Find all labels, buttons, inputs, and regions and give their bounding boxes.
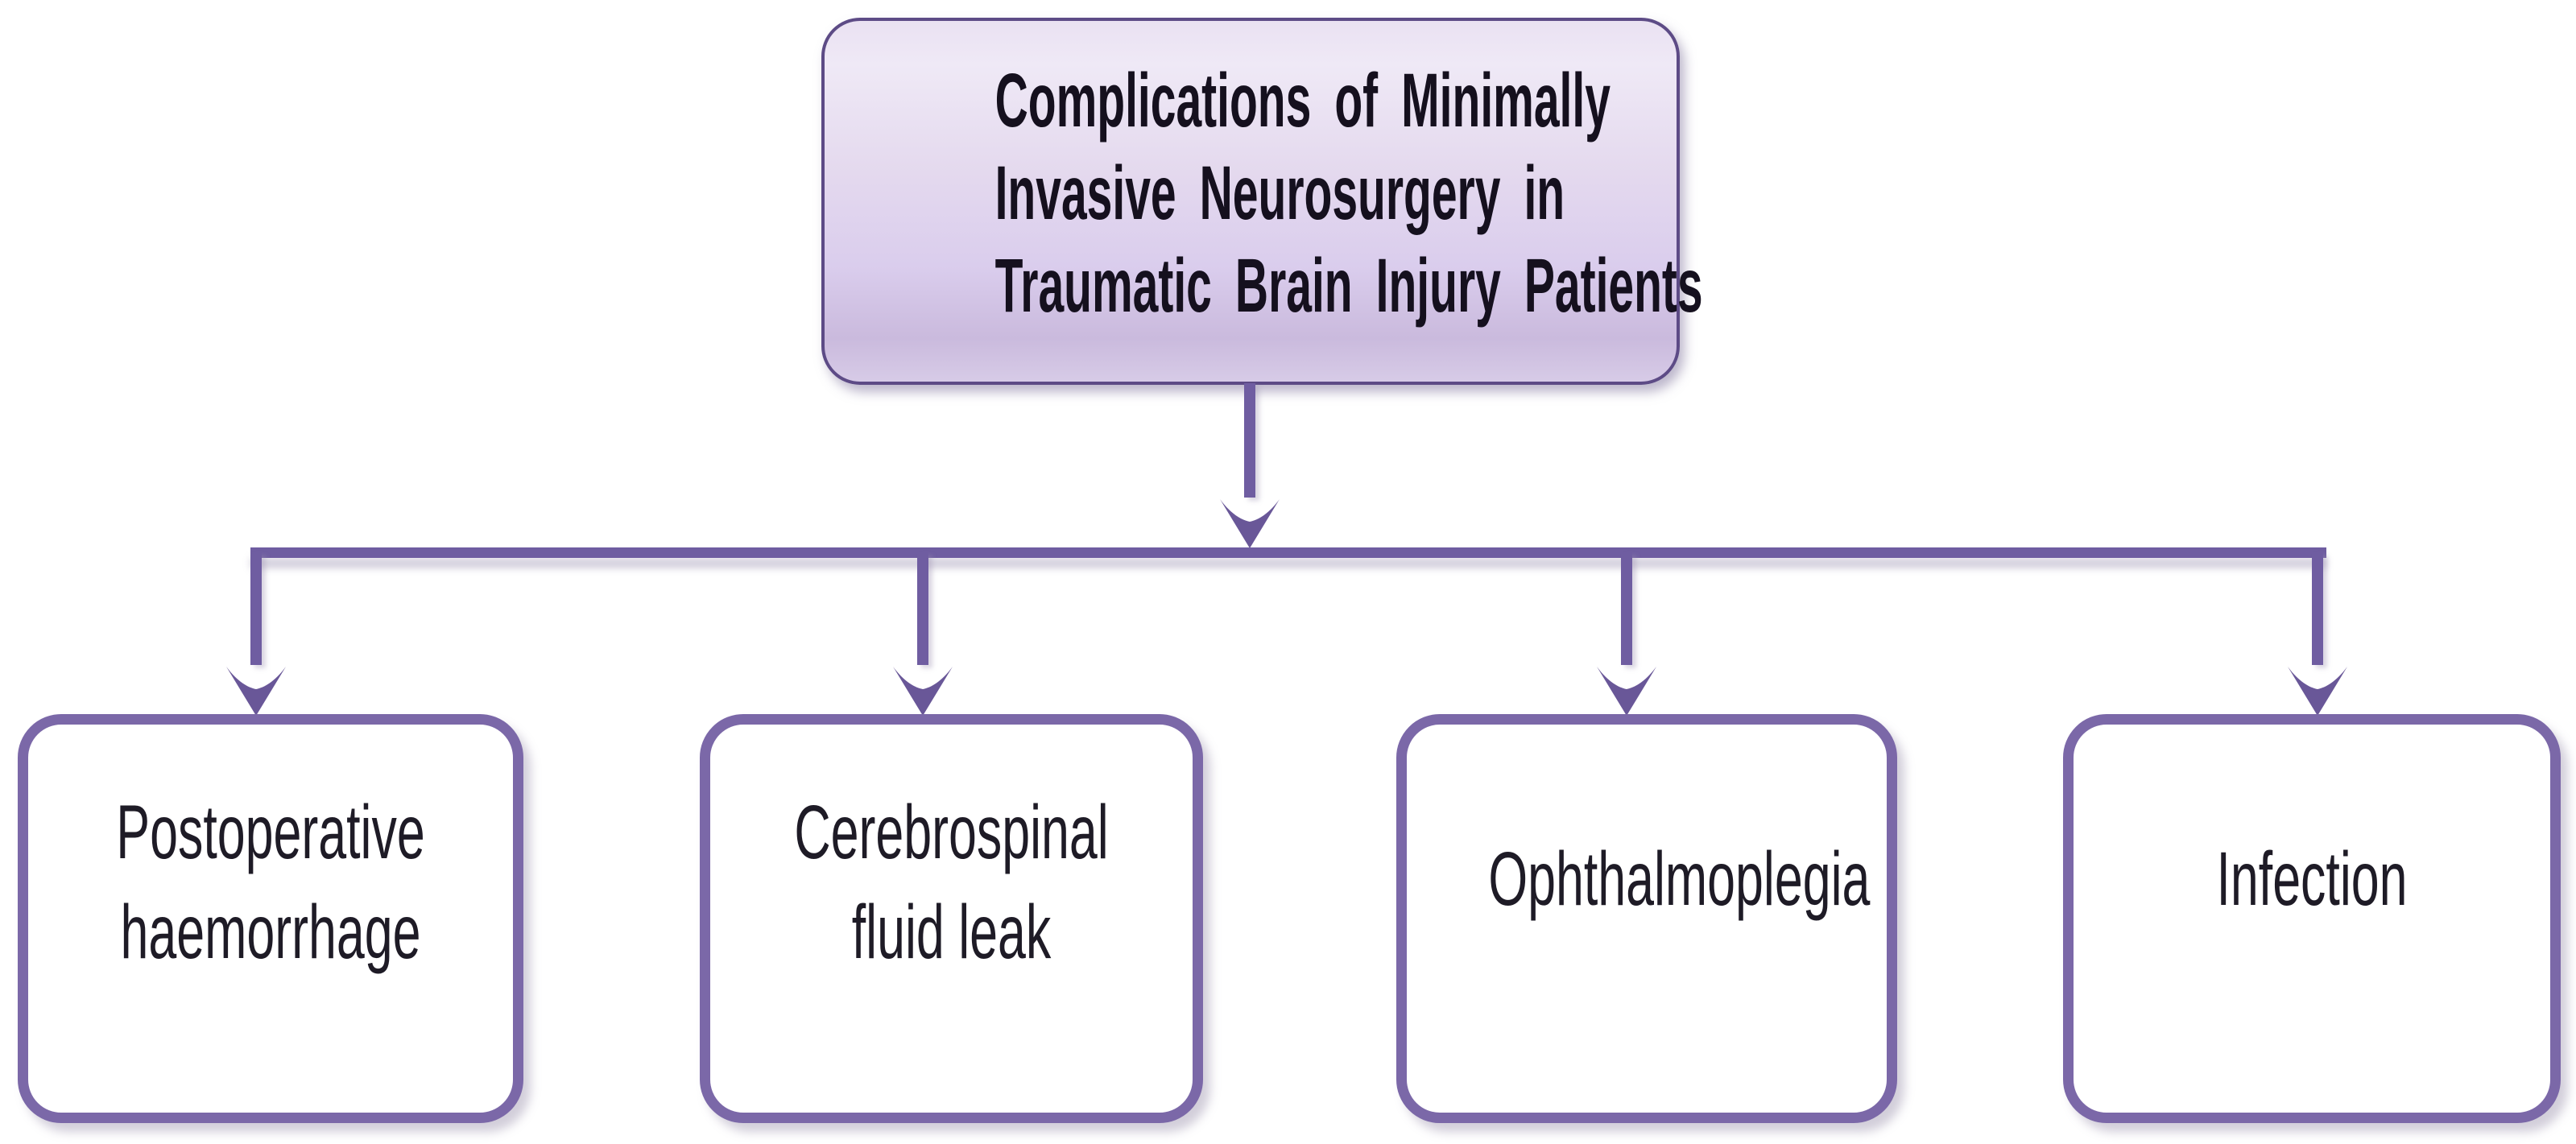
node-infection: Infection: [2063, 714, 2561, 1123]
connector-drop-1: [250, 552, 262, 665]
node-postoperative-haemorrhage: Postoperative haemorrhage: [18, 714, 523, 1123]
node-ophthalmoplegia: Ophthalmoplegia: [1396, 714, 1897, 1123]
connector-distribution-line: [250, 547, 2326, 558]
root-label-line-2: Invasive Neurosurgery in: [994, 151, 1565, 236]
arrowhead-down-icon: [1597, 667, 1656, 716]
arrowhead-down-icon: [1220, 499, 1280, 548]
arrowhead-down-icon: [893, 667, 953, 716]
child-node-label: Ophthalmoplegia: [1488, 725, 1871, 929]
child-node-label: Cerebrospinal fluid leak: [792, 725, 1110, 982]
child-3-label-line-1: Ophthalmoplegia: [1488, 836, 1871, 922]
root-node-label: Complications of Minimally Invasive Neur…: [994, 21, 1703, 382]
root-label-line-3: Traumatic Brain Injury Patients: [994, 243, 1703, 328]
root-label-line-1: Complications of Minimally: [994, 58, 1611, 143]
child-1-label-line-2: haemorrhage: [120, 890, 421, 975]
child-1-label-line-1: Postoperative: [116, 790, 425, 875]
child-2-label-line-1: Cerebrospinal: [794, 790, 1109, 875]
node-cerebrospinal-fluid-leak: Cerebrospinal fluid leak: [700, 714, 1203, 1123]
node-root-complications: Complications of Minimally Invasive Neur…: [821, 18, 1703, 385]
connector-drop-4: [2312, 552, 2323, 665]
child-node-label: Postoperative haemorrhage: [110, 725, 430, 982]
child-4-label-line-1: Infection: [2216, 836, 2408, 922]
connector-trunk-line: [1244, 383, 1255, 498]
child-node-label: Infection: [2155, 725, 2470, 929]
arrowhead-down-icon: [226, 667, 286, 716]
connector-drop-3: [1621, 552, 1632, 665]
arrowhead-down-icon: [2288, 667, 2347, 716]
connector-drop-2: [917, 552, 928, 665]
child-2-label-line-2: fluid leak: [851, 890, 1052, 975]
